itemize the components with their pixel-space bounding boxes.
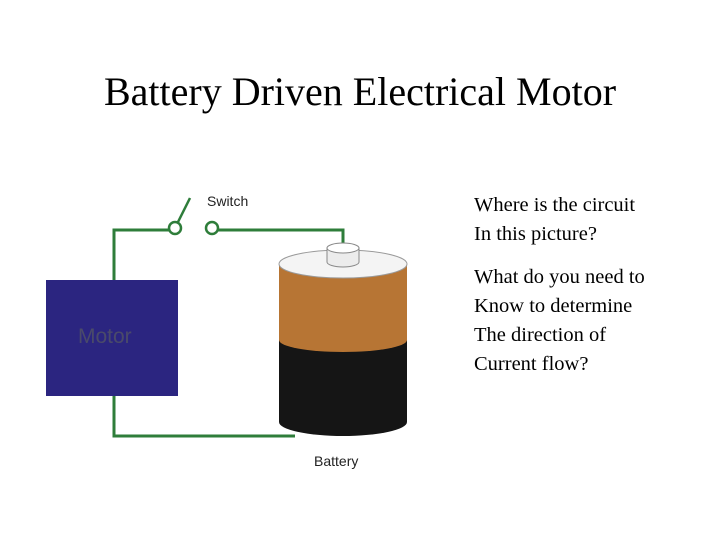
battery: Battery [278, 242, 408, 469]
switch-lever [176, 197, 192, 223]
battery-positive-section [279, 264, 407, 352]
wire-motor-to-switch [112, 228, 170, 280]
motor-body [46, 280, 178, 396]
battery-negative-section [279, 338, 407, 436]
switch-terminal-left [167, 220, 183, 236]
motor-label: Motor [78, 325, 132, 348]
switch-terminal-right [204, 220, 220, 236]
circuit-diagram: Switch Motor Battery [30, 178, 430, 490]
wire-motor-to-battery [112, 396, 295, 438]
question-line: The direction of [474, 324, 607, 346]
question-current-direction: What do you need to Know to determine Th… [474, 263, 714, 379]
motor: Motor [46, 280, 178, 396]
question-line: Current flow? [474, 353, 589, 375]
question-line: In this picture? [474, 223, 597, 245]
switch: Switch [167, 193, 248, 236]
question-line: Know to determine [474, 295, 633, 317]
circuit-wires [112, 228, 345, 438]
question-circuit: Where is the circuit In this picture? [474, 191, 714, 249]
switch-label: Switch [207, 193, 248, 209]
battery-label: Battery [314, 453, 358, 469]
slide-title: Battery Driven Electrical Motor [103, 69, 617, 114]
questions-panel: Where is the circuit In this picture? Wh… [474, 191, 714, 393]
question-line: Where is the circuit [474, 194, 636, 216]
wire-switch-to-battery [216, 228, 345, 248]
battery-terminal-top [326, 242, 360, 254]
question-line: What do you need to [474, 266, 645, 288]
